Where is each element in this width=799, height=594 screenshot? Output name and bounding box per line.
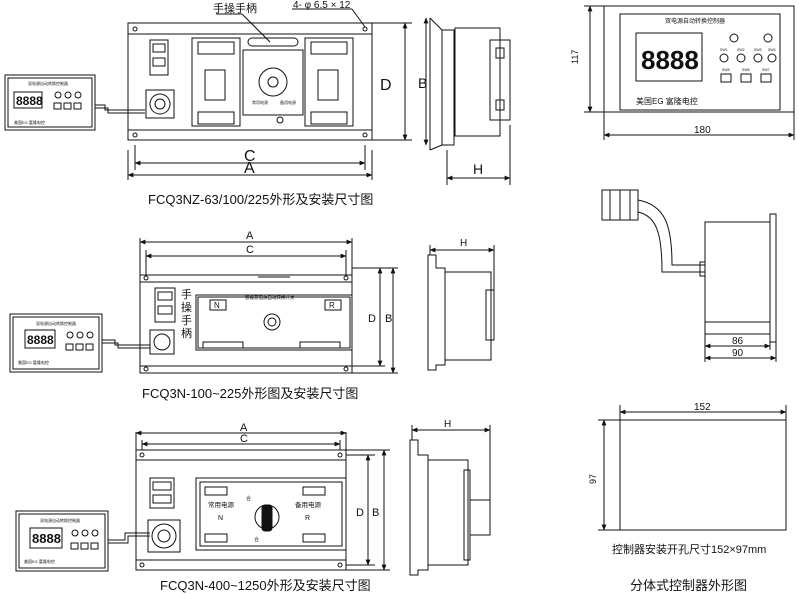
svg-text:8888: 8888 bbox=[32, 531, 61, 546]
svg-text:美国EG 富隆电控: 美国EG 富隆电控 bbox=[24, 558, 55, 564]
svg-text:双电源自动转换控制器: 双电源自动转换控制器 bbox=[40, 517, 80, 523]
fig2-switch-title: 智能双电源自动转换开关 bbox=[245, 294, 295, 301]
fig3-dim-A: A bbox=[240, 422, 248, 434]
fig2-dim-H: H bbox=[460, 238, 467, 249]
fig4-controller-front: 双电源自动转换控制器 8888 SW1 SW2 SW3 SW4 SW5 SW6 … bbox=[570, 5, 795, 140]
svg-text:8888: 8888 bbox=[16, 94, 43, 108]
svg-text:8888: 8888 bbox=[27, 333, 54, 347]
fig2-dim-D: D bbox=[368, 313, 376, 325]
fig4-dim-height: 117 bbox=[570, 50, 580, 64]
fig2-label-R: R bbox=[329, 301, 335, 310]
fig1-dim-D: D bbox=[380, 77, 392, 94]
fig2-handle-char-3: 手 bbox=[181, 313, 192, 327]
fig4-dim-cutout-height: 97 bbox=[588, 474, 598, 484]
fig3-dim-C: C bbox=[240, 433, 248, 445]
svg-text:双电源自动转换控制器: 双电源自动转换控制器 bbox=[36, 320, 76, 326]
fig2-handle-char-4: 柄 bbox=[181, 327, 192, 340]
svg-text:SW7: SW7 bbox=[762, 68, 770, 72]
svg-text:常用电源: 常用电源 bbox=[252, 99, 268, 105]
fig4-controller-title: 双电源自动转换控制器 bbox=[665, 17, 725, 25]
fig4-dim-depth-1: 86 bbox=[732, 336, 744, 347]
svg-text:SW3: SW3 bbox=[754, 48, 762, 52]
fig2-handle-char-1: 手 bbox=[181, 287, 192, 301]
fig4-display: 8888 bbox=[641, 45, 699, 75]
fig3-dim-B: B bbox=[372, 507, 379, 519]
fig4-cutout-note: 控制器安装开孔尺寸152×97mm bbox=[612, 542, 766, 556]
fig3-drawing: 双电源自动转换控制器 8888 美国EG 富隆电控 常用电源 备用电源 N R … bbox=[15, 419, 491, 576]
fig1-dim-B: B bbox=[418, 75, 427, 91]
fig4-brand: 美国EG 富隆电控 bbox=[636, 96, 698, 106]
svg-text:SW6: SW6 bbox=[742, 68, 750, 72]
fig4-cutout: 152 97 控制器安装开孔尺寸152×97mm bbox=[588, 402, 787, 556]
svg-text:SW5: SW5 bbox=[722, 68, 730, 72]
fig3-backup-power: 备用电源 bbox=[295, 500, 322, 509]
fig4-title: 分体式控制器外形图 bbox=[630, 578, 748, 593]
fig3-he-1: 合 bbox=[246, 495, 251, 502]
fig1-handle-label: 手操手柄 bbox=[213, 1, 257, 15]
fig3-dim-D: D bbox=[356, 507, 364, 519]
fig1-drawing: 双电源自动转换控制器 8888 美国EG 富隆电控 bbox=[4, 0, 511, 185]
svg-text:美国EG 富隆电控: 美国EG 富隆电控 bbox=[18, 359, 49, 365]
fig2-label-N: N bbox=[214, 301, 220, 310]
fig3-common-power: 常用电源 bbox=[208, 500, 235, 509]
fig2-dim-B: B bbox=[385, 313, 392, 325]
svg-text:SW4: SW4 bbox=[768, 48, 776, 52]
svg-text:双电源自动转换控制器: 双电源自动转换控制器 bbox=[28, 80, 68, 86]
fig3-dim-H: H bbox=[444, 419, 451, 430]
fig1-title: FCQ3NZ-63/100/225外形及安装尺寸图 bbox=[148, 192, 374, 207]
svg-text:备用电源: 备用电源 bbox=[280, 99, 296, 105]
fig1-holes-label: 4- φ 6.5 × 12 bbox=[293, 0, 351, 11]
fig2-title: FCQ3N-100~225外形图及安装尺寸图 bbox=[142, 386, 359, 401]
fig1-dim-H: H bbox=[473, 161, 483, 177]
fig4-dim-cutout-width: 152 bbox=[694, 402, 711, 413]
fig3-label-R: R bbox=[305, 515, 310, 522]
fig1-remote-controller: 双电源自动转换控制器 8888 美国EG 富隆电控 bbox=[4, 74, 96, 131]
fig3-he-2: 合 bbox=[254, 536, 259, 543]
svg-text:SW2: SW2 bbox=[737, 48, 745, 52]
fig2-handle-char-2: 操 bbox=[181, 300, 192, 314]
fig4-dim-depth-2: 90 bbox=[732, 348, 744, 359]
fig1-dim-C: C bbox=[244, 148, 256, 165]
fig2-dim-A: A bbox=[246, 230, 254, 242]
fig2-dim-C: C bbox=[246, 244, 254, 256]
fig3-title: FCQ3N-400~1250外形及安装尺寸图 bbox=[160, 578, 371, 593]
svg-text:美国EG 富隆电控: 美国EG 富隆电控 bbox=[14, 119, 45, 125]
svg-text:SW1: SW1 bbox=[720, 48, 728, 52]
fig4-dim-width: 180 bbox=[694, 125, 711, 136]
fig1-side-view: B H bbox=[418, 17, 511, 185]
fig4-controller-side: 86 90 bbox=[601, 189, 777, 362]
fig2-drawing: 双电源自动转换控制器 8888 美国EG 富隆电控 N R 智能双电源自动转换开… bbox=[9, 230, 495, 374]
fig1-body bbox=[127, 22, 373, 141]
fig1-dim-A: A bbox=[244, 160, 255, 177]
fig3-label-N: N bbox=[218, 515, 223, 522]
